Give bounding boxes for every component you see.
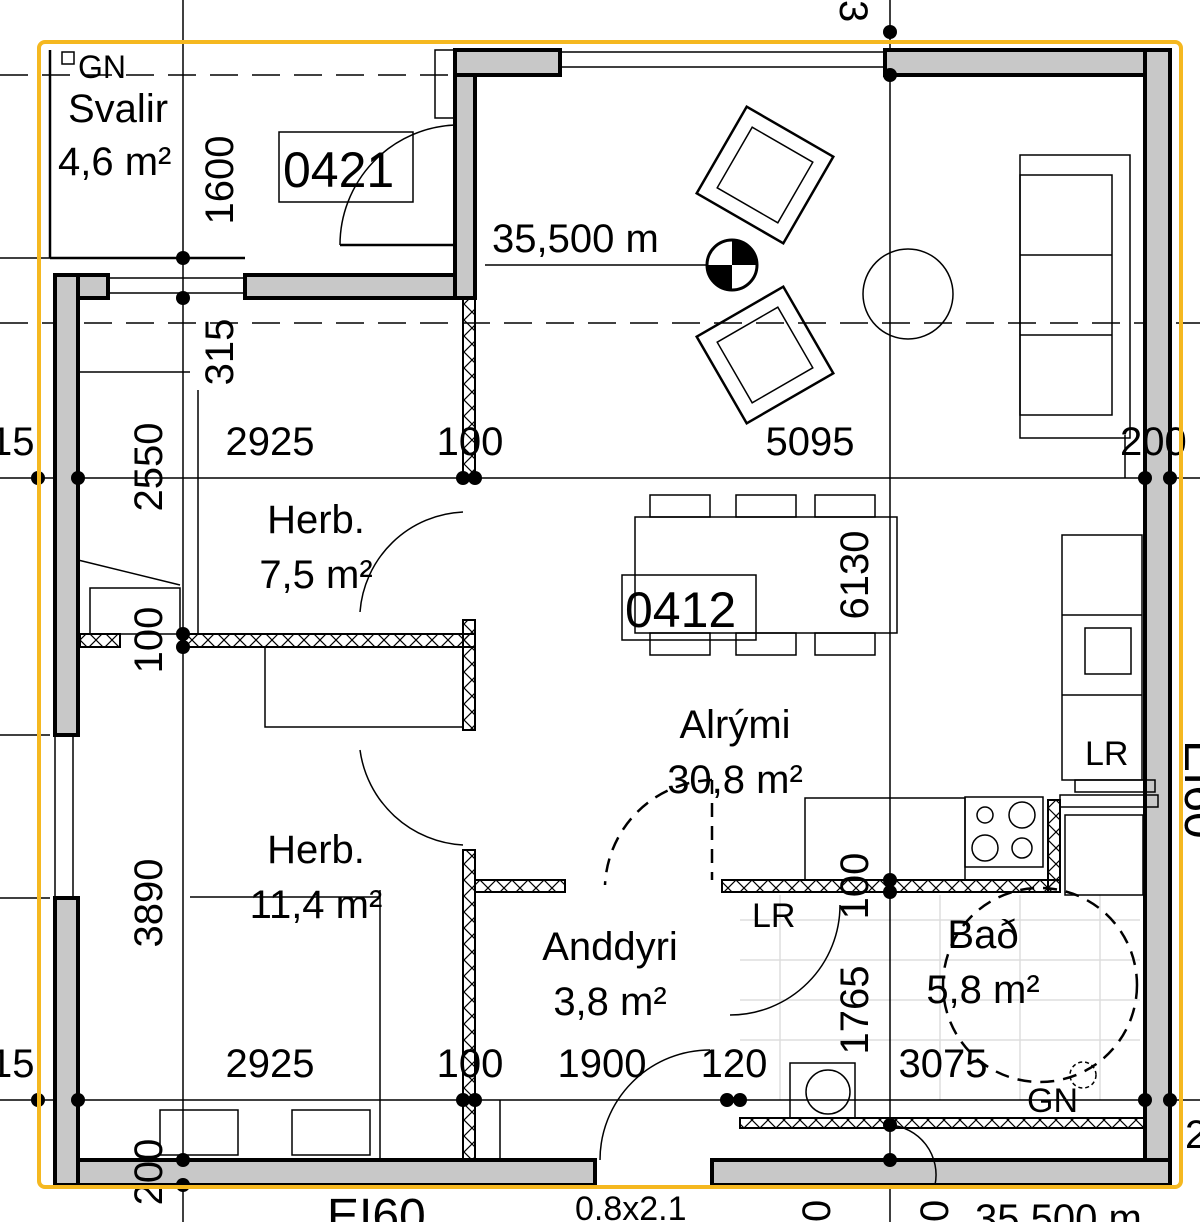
dim-100-bottom: 100 (437, 1042, 504, 1086)
dim-100-left: 100 (127, 607, 171, 674)
doors (339, 124, 937, 1186)
gn-label-bath: GN (1027, 1082, 1078, 1120)
dim-1900: 1900 (558, 1042, 647, 1086)
fire-rating-right: EI60 (1174, 740, 1200, 839)
dim-2925-top: 2925 (226, 420, 315, 464)
room-number-box-0421 (278, 131, 414, 203)
dim-1765: 1765 (833, 966, 877, 1055)
room-area-balcony: 4,6 m² (58, 140, 171, 184)
balcony-tag: GN (78, 49, 126, 85)
dim-2925-bottom: 2925 (226, 1042, 315, 1086)
room-name-bedroom2: Herb. (267, 828, 365, 872)
room-area-bath: 5,8 m² (926, 968, 1039, 1012)
dim-3075: 3075 (899, 1042, 988, 1086)
dim-15-top: 15 (0, 420, 35, 464)
bath-tile-grid (740, 895, 1140, 1100)
room-area-bedroom2: 11,4 m² (250, 883, 383, 927)
dim-120: 120 (701, 1042, 768, 1086)
door-size-label: 0.8x2.1 (575, 1190, 687, 1222)
room-name-balcony: Svalir (68, 87, 168, 131)
room-name-entry: Anddyri (542, 925, 678, 969)
dimension-dots (31, 25, 1177, 1192)
exterior-walls (53, 48, 1172, 1187)
dim-6130: 6130 (833, 531, 877, 620)
elevation-marker-icon (705, 238, 759, 292)
room-number-box-0412 (621, 574, 757, 641)
dim-5095: 5095 (766, 420, 855, 464)
dim-315: 315 (198, 319, 242, 386)
elevation-label-top: 35,500 m (492, 217, 659, 261)
room-number-0412: 0412 (625, 582, 736, 638)
room-number-0421: 0421 (283, 142, 394, 198)
fire-rating-bottom: EI60 (327, 1190, 426, 1222)
dim-15-bottom: 15 (0, 1042, 35, 1086)
furniture (89, 104, 1159, 1156)
grid-marker-top: 3 (831, 0, 875, 22)
elevation-label-bottom: 35,500 m (975, 1197, 1142, 1222)
room-area-living: 30,8 m² (667, 758, 803, 802)
dim-0-bottom-a: 0 (795, 1200, 839, 1222)
edge-label-right: 2 (1185, 1113, 1200, 1157)
room-name-bedroom1: Herb. (267, 498, 365, 542)
dim-200-bottom: 200 (127, 1139, 171, 1206)
room-area-entry: 3,8 m² (553, 980, 666, 1024)
lr-label-kitchen: LR (1085, 735, 1128, 773)
dim-200-right: 200 (1120, 420, 1187, 464)
dim-0-bottom-b: 0 (913, 1200, 957, 1222)
room-area-bedroom1: 7,5 m² (259, 553, 372, 597)
dim-2550: 2550 (127, 423, 171, 512)
room-name-living: Alrými (679, 703, 790, 747)
balcony (48, 50, 245, 260)
lr-label-entry: LR (752, 897, 795, 935)
selection-highlight[interactable] (37, 40, 1183, 1189)
room-name-bath: Bað (947, 913, 1018, 957)
dim-1600: 1600 (198, 136, 242, 225)
dim-3890: 3890 (127, 859, 171, 948)
dim-100-bath: 100 (833, 853, 877, 920)
dim-100-top: 100 (437, 420, 504, 464)
